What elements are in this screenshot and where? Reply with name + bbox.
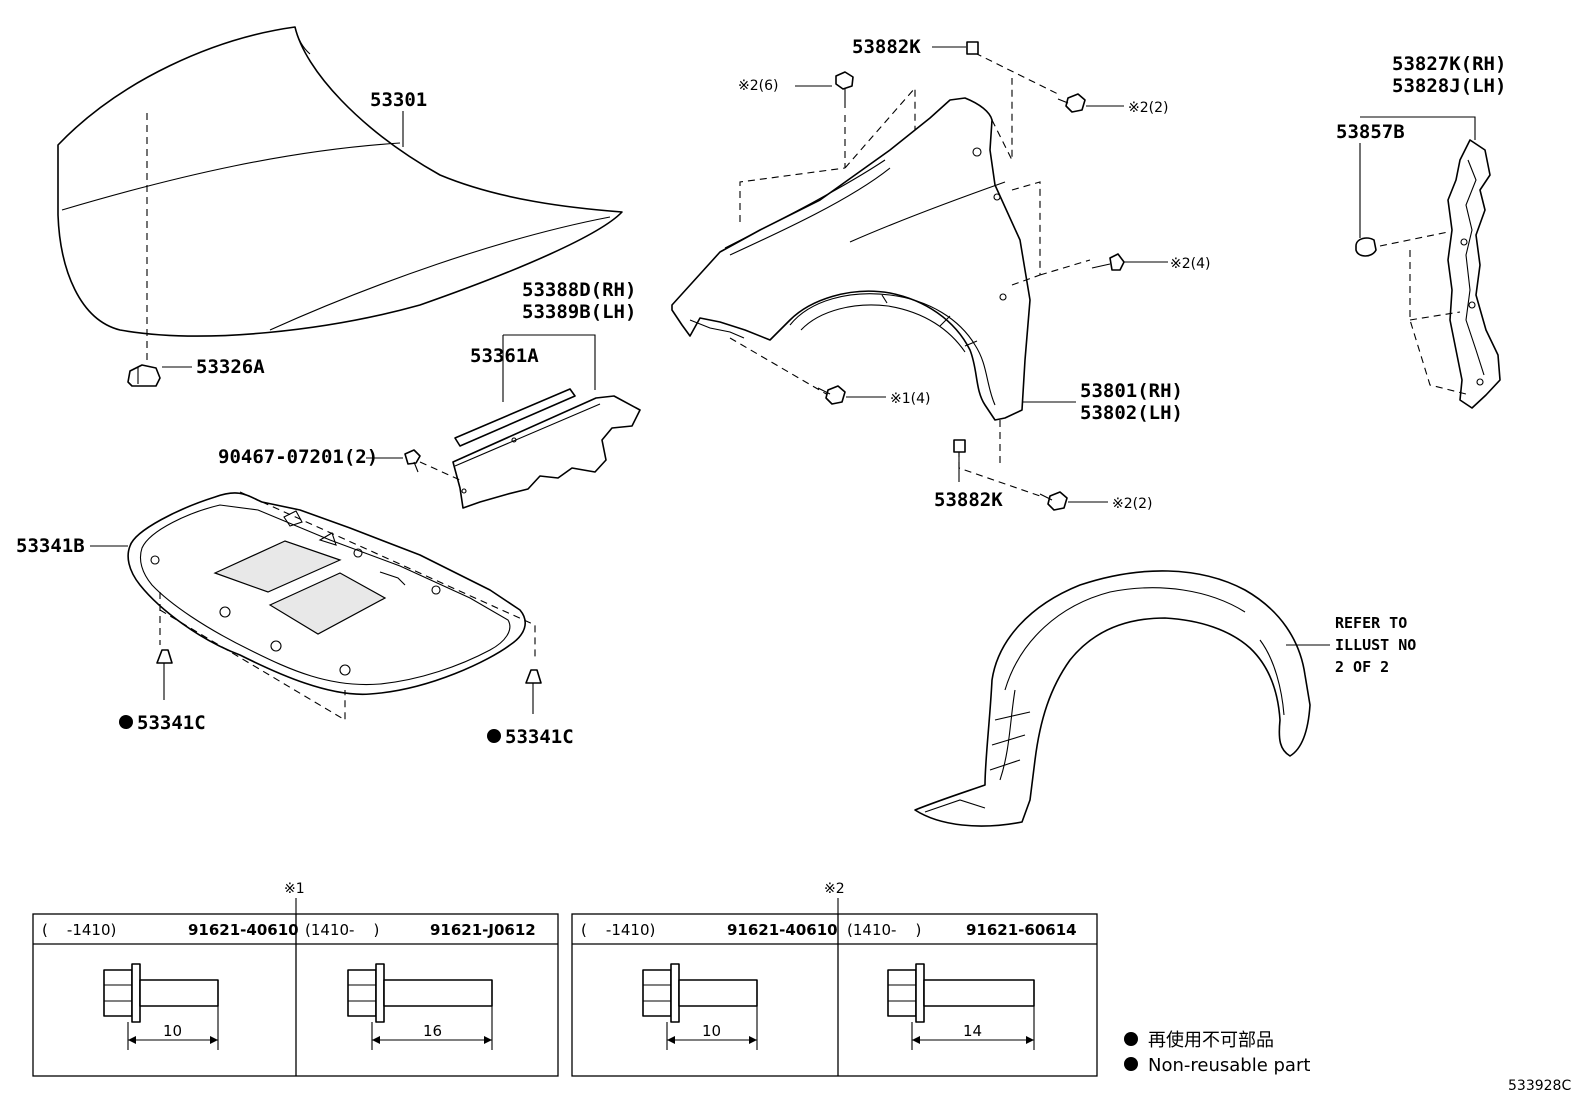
fender-pad-top: [966, 41, 979, 55]
refer-line-1: REFER TO: [1335, 614, 1407, 632]
legend-jp: 再使用不可部品: [1148, 1030, 1274, 1051]
label-note-front: ※1(4): [890, 391, 930, 407]
table1-col2-part: 91621-J0612: [430, 921, 536, 939]
legend-en: Non-reusable part: [1148, 1055, 1310, 1076]
refer-line-2: ILLUST NO: [1335, 636, 1416, 654]
table1-col1-part: 91621-40610: [188, 921, 299, 939]
table2-col1-length: 10: [702, 1022, 721, 1040]
bolt-drawing-10: [103, 963, 219, 1050]
table1-mark: ※1: [284, 881, 305, 897]
bolt-top-left: [835, 71, 854, 108]
label-53801: 53801(RH): [1080, 380, 1183, 402]
table2-mark: ※2: [824, 881, 845, 897]
label-53341B: 53341B: [16, 535, 85, 557]
label-note-top-left: ※2(6): [738, 78, 778, 94]
non-reusable-dot-left: [119, 715, 133, 729]
label-53341C-right: 53341C: [505, 726, 574, 748]
label-note-mid-right: ※2(4): [1170, 256, 1210, 272]
seal-strip: [454, 388, 576, 447]
label-53882K-bottom: 53882K: [934, 489, 1003, 511]
fender-seal: [452, 395, 641, 509]
table1-col2-length: 16: [423, 1022, 442, 1040]
label-53857B: 53857B: [1336, 121, 1405, 143]
hood-panel: [57, 26, 623, 360]
bolt-table-2: ( -1410) 91621-40610 (1410- ) 91621-6061…: [571, 913, 1098, 1077]
label-note-top-right: ※2(2): [1128, 100, 1168, 116]
table2-col2-range: (1410- ): [847, 921, 921, 939]
table2-col1-part: 91621-40610: [727, 921, 838, 939]
refer-line-3: 2 OF 2: [1335, 658, 1389, 676]
wheel-liner: [914, 570, 1311, 827]
bolt-top-right: [1057, 93, 1086, 113]
legend-dot-jp: [1124, 1032, 1138, 1046]
bolt-drawing-10b: [642, 963, 758, 1050]
bolt-front: [817, 385, 846, 405]
label-53388D: 53388D(RH): [522, 279, 636, 301]
bolt-90467: [404, 449, 421, 473]
legend-dot-en: [1124, 1057, 1138, 1071]
bolt-bottom: [1039, 491, 1068, 511]
label-53361A: 53361A: [470, 345, 539, 367]
non-reusable-dot-right: [487, 729, 501, 743]
fender-liner: [1447, 139, 1501, 409]
bolt-drawing-14: [887, 963, 1035, 1050]
table1-col1-length: 10: [163, 1022, 182, 1040]
bolt-drawing-16: [347, 963, 493, 1050]
label-53326A: 53326A: [196, 356, 265, 378]
fender-clip: [1355, 237, 1377, 257]
table2-col2-length: 14: [963, 1022, 982, 1040]
label-53341C-left: 53341C: [137, 712, 206, 734]
bolt-mid-right: [1091, 253, 1125, 271]
clip-53341C-left: [156, 649, 173, 668]
table1-col1-range: ( -1410): [42, 921, 116, 939]
label-53301: 53301: [370, 89, 427, 111]
fender-pad-bottom: [953, 439, 966, 453]
label-53802: 53802(LH): [1080, 402, 1183, 424]
label-53389B: 53389B(LH): [522, 301, 636, 323]
label-53882K-top: 53882K: [852, 36, 921, 58]
hood-insulator: [127, 492, 526, 696]
bolt-table-1: ( -1410) 91621-40610 (1410- ) 91621-J061…: [32, 913, 559, 1077]
table1-col2-range: (1410- ): [305, 921, 379, 939]
fender-panel: [671, 97, 1031, 421]
table2-col1-range: ( -1410): [581, 921, 655, 939]
table2-col2-part: 91621-60614: [966, 921, 1077, 939]
label-53828J: 53828J(LH): [1392, 75, 1506, 97]
hood-cushion: [127, 364, 161, 387]
label-90467: 90467-07201(2): [218, 446, 378, 468]
label-note-bottom: ※2(2): [1112, 496, 1152, 512]
clip-53341C-right: [525, 669, 542, 688]
label-53827K: 53827K(RH): [1392, 53, 1506, 75]
diagram-code: 533928C: [1508, 1078, 1571, 1094]
